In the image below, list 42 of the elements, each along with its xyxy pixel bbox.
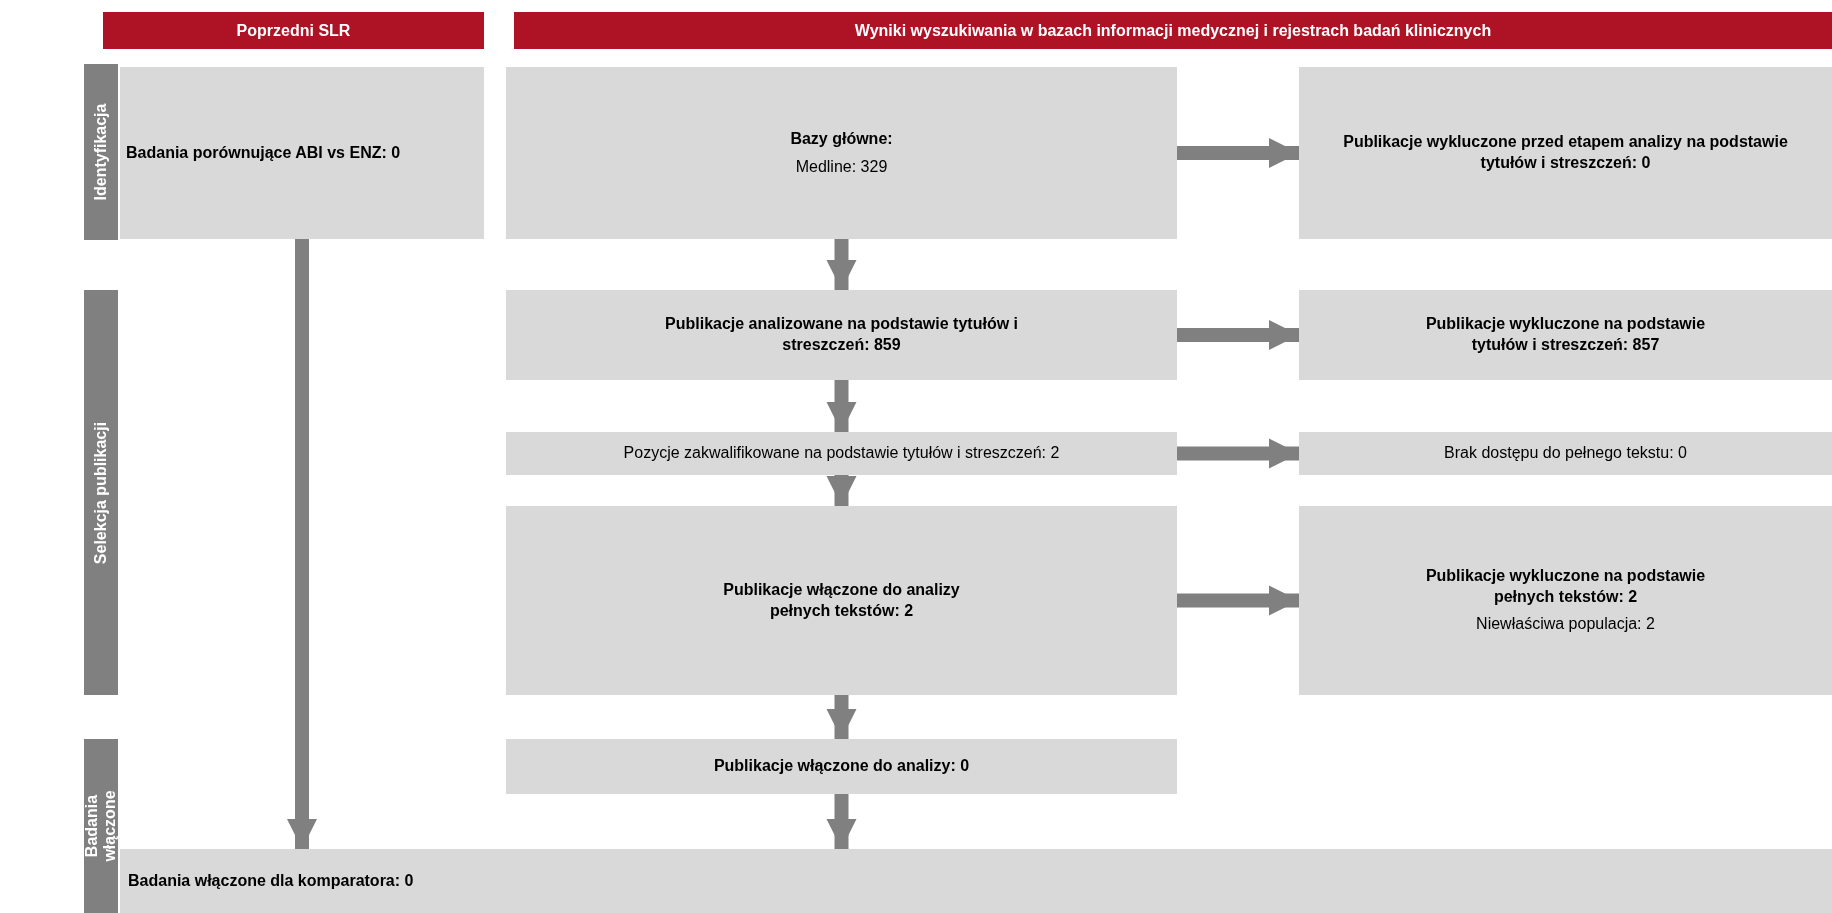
stage-band	[84, 64, 118, 240]
process-box	[506, 67, 1177, 239]
stage-label: Selekcja publikacji	[91, 420, 110, 566]
box-text: Pozycje zakwalifikowane na podstawie tytułów i streszczeń: 2	[623, 443, 1060, 464]
box-text: Publikacje wykluczone na podstawie tytułów i streszczeń: 857	[1424, 314, 1707, 355]
process-box	[506, 432, 1177, 475]
stage-band	[84, 290, 118, 695]
arrow	[287, 239, 317, 849]
arrow	[826, 239, 857, 290]
process-box	[120, 67, 484, 239]
arrow	[826, 475, 857, 506]
process-box	[120, 849, 1832, 913]
arrow	[826, 695, 857, 739]
arrow	[1177, 585, 1299, 616]
arrow	[1177, 138, 1299, 168]
process-box	[1299, 290, 1832, 380]
box-text: Publikacje wykluczone na podstawie pełnych tekstów: 2	[1424, 565, 1707, 607]
process-box	[506, 506, 1177, 695]
stage-label: Badania włączone	[82, 789, 119, 864]
process-box	[506, 290, 1177, 380]
box-text: Brak dostępu do pełnego tekstu: 0	[1444, 443, 1687, 464]
arrow	[1177, 320, 1299, 350]
process-box	[1299, 432, 1832, 475]
process-box	[1299, 67, 1832, 239]
arrow	[1177, 438, 1299, 469]
column-header: Poprzedni SLR	[103, 12, 484, 49]
box-text: Publikacje wykluczone przed etapem analizy na podstawie tytułów i streszczeń: 0	[1342, 132, 1789, 173]
box-detail: Niewłaściwa populacja: 2	[1476, 614, 1655, 635]
stage-label: Identyfikacja	[91, 102, 110, 203]
process-box	[1299, 506, 1832, 695]
arrow	[826, 380, 857, 432]
box-text: Publikacje analizowane na podstawie tytułów i streszczeń: 859	[664, 314, 1019, 355]
box-text: Bazy główne:	[790, 128, 893, 149]
box-text: Badania porównujące ABI vs ENZ: 0	[126, 142, 401, 163]
column-header: Wyniki wyszukiwania w bazach informacji medycznej i rejestrach badań klinicznych	[514, 12, 1832, 49]
stage-band	[84, 739, 118, 913]
box-text: Publikacje włączone do analizy: 0	[713, 756, 970, 777]
process-box	[506, 739, 1177, 794]
box-text: Publikacje włączone do analizy pełnych tekstów: 2	[722, 579, 961, 621]
box-text: Badania włączone dla komparatora: 0	[128, 870, 414, 891]
arrow	[826, 794, 857, 849]
box-detail: Medline: 329	[795, 156, 888, 177]
